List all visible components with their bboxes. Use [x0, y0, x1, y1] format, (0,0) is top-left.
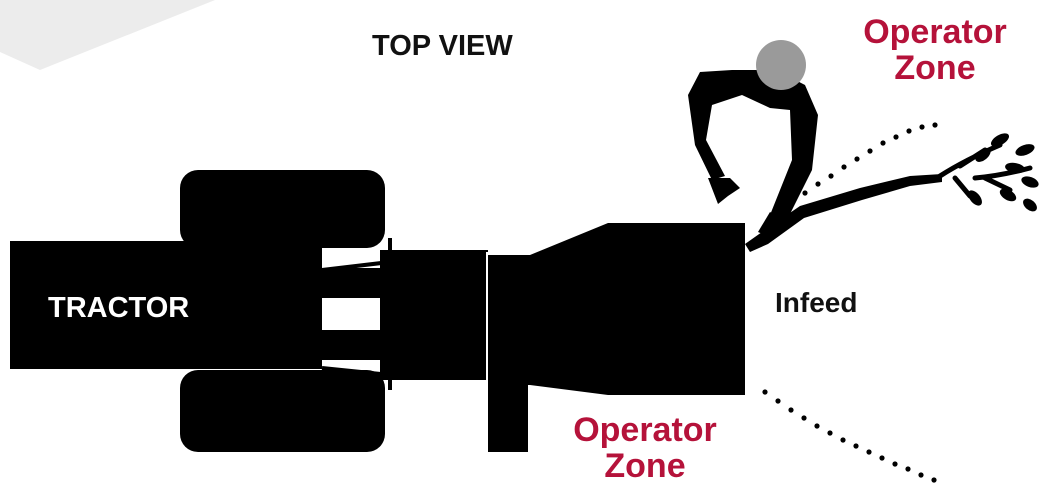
tractor-rear-wheel-bottom	[180, 370, 385, 452]
operator-zone-boundary-top	[802, 122, 938, 196]
operator-head	[756, 40, 806, 90]
chipper-silhouette	[380, 223, 745, 452]
operator-zone-boundary-bottom	[762, 389, 937, 483]
hitch-arms	[321, 238, 392, 390]
operator-zone-bottom-line1: Operator	[573, 411, 717, 449]
tree-branch-icon	[745, 133, 1039, 252]
operator-zone-top-line1: Operator	[863, 13, 1007, 51]
diagram-title: TOP VIEW	[372, 30, 513, 62]
tractor-body	[10, 241, 322, 369]
infeed-label: Infeed	[775, 287, 858, 318]
operator-zone-top-line2: Zone	[894, 49, 976, 87]
operator-zone-label-top: Operator Zone	[830, 14, 1039, 86]
tractor-label: TRACTOR	[48, 292, 190, 324]
chipper-frame	[380, 250, 488, 380]
watermark-icon	[0, 0, 215, 70]
operator-figure-icon	[688, 40, 818, 238]
chipper-hood	[488, 223, 745, 395]
tractor-rear-wheel-top	[180, 170, 385, 248]
operator-zone-bottom-line2: Zone	[604, 447, 686, 485]
chipper-leg	[488, 382, 528, 452]
tractor-silhouette	[10, 170, 385, 452]
operator-zone-label-bottom: Operator Zone	[540, 412, 750, 484]
